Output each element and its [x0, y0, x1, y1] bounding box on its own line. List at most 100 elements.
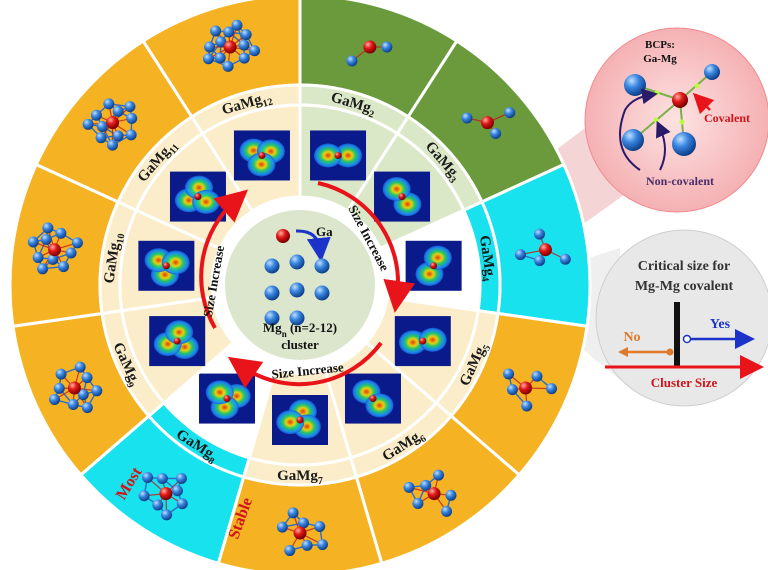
center-mg-atom [264, 310, 280, 326]
elf-ga-9 [173, 337, 181, 345]
mg-atom [95, 132, 107, 144]
cluster-structure-7 [276, 507, 328, 557]
yes-open-circle [682, 334, 692, 344]
ga-atom [363, 40, 377, 54]
mg-atom [32, 252, 44, 264]
size-increase-arrow-3 [199, 189, 249, 330]
mg-atom [82, 118, 94, 130]
mg-atom [90, 109, 102, 121]
mg-atom [222, 60, 234, 72]
bcp-panel: BCPs: Ga-Mg Covalent Non-covalent [584, 27, 768, 213]
cluster-structure-3 [461, 107, 516, 139]
mg-atom [215, 36, 227, 48]
mg-atom [77, 389, 89, 401]
mg-atom [559, 253, 571, 265]
elf-blob-6-1 [365, 393, 394, 418]
center-cluster [264, 229, 331, 326]
mg-atom [124, 101, 136, 113]
cluster-structure-4 [514, 228, 571, 267]
mg-atom [42, 222, 54, 234]
mg-atom [47, 253, 59, 265]
mg-atom [67, 399, 79, 411]
mg-atom [152, 499, 164, 511]
center-mg-atom [289, 254, 305, 270]
mg-atom [546, 383, 558, 395]
mg-atom [138, 490, 150, 502]
mg-atom [106, 139, 118, 151]
ga-atom [48, 243, 62, 257]
mg-atom [514, 249, 526, 261]
ga-atom [427, 487, 441, 501]
mg-atom [276, 521, 288, 533]
mg-atom [412, 498, 424, 510]
elf-ga-8 [223, 395, 231, 403]
elf-ga-2 [334, 151, 342, 159]
noncovalent-arrow-1 [619, 88, 658, 171]
mg-atom-2 [704, 64, 720, 80]
cluster-structure-8 [138, 472, 188, 521]
mg-atom [504, 107, 516, 119]
noncovalent-arrow-2 [656, 120, 671, 171]
cluster-structure-2 [346, 40, 393, 67]
cluster-structure-12 [202, 19, 261, 72]
bcp-point-3 [653, 117, 659, 123]
mg-atom [210, 25, 222, 37]
mg-atom [161, 509, 173, 521]
center-mg-atom [314, 258, 330, 274]
mg-atom [204, 41, 216, 53]
elf-map-5 [394, 316, 451, 367]
mg-atom [112, 105, 124, 117]
mg-atom [53, 382, 65, 394]
mg-atom [37, 263, 49, 275]
mg-atom [112, 130, 124, 142]
mg-atom [91, 385, 103, 397]
size-increase-arrow-2 [227, 341, 383, 389]
mg-atom [316, 539, 328, 551]
ga-atom [106, 116, 120, 130]
mg-atom [381, 41, 393, 53]
bcp-title-2: Ga-Mg [643, 53, 677, 65]
mg-atom [65, 247, 77, 259]
yes-label: Yes [710, 317, 731, 332]
elf-map-7 [272, 395, 328, 445]
elf-map-2 [310, 130, 367, 181]
ga-atom [480, 116, 494, 130]
elf-blob-4-1 [423, 245, 452, 270]
mg-atom [445, 489, 457, 501]
bcp-point-2 [694, 83, 700, 89]
center-cluster-subtitle: cluster [281, 337, 319, 352]
no-filled-circle [666, 348, 674, 356]
ga-atom [223, 40, 237, 54]
ga-atom [293, 526, 307, 540]
mg-atom [506, 384, 518, 396]
mg-atom [156, 472, 168, 484]
elf-blob-3-1 [382, 177, 411, 202]
mg-atom [202, 53, 214, 65]
mg-atom [441, 505, 453, 517]
mg-atom [74, 361, 86, 373]
mg-atom [346, 55, 358, 67]
elf-blob-9-2 [165, 320, 194, 345]
elf-map-9 [149, 316, 206, 367]
elf-ga-12 [258, 151, 266, 159]
elf-map-6 [344, 373, 401, 424]
elf-map-4 [405, 240, 462, 291]
elf-map-10 [138, 240, 195, 291]
elf-blob-11-2 [192, 189, 221, 214]
mg-atom [503, 368, 515, 380]
elf-map-12 [233, 130, 290, 181]
mg-atom [231, 19, 243, 31]
mg-atom [81, 372, 93, 384]
mg-atom [49, 393, 61, 405]
critical-title-1: Critical size for [638, 259, 731, 274]
bcp-point-4 [679, 119, 685, 125]
mg-atom [40, 233, 52, 245]
elf-map-8 [199, 373, 256, 424]
bcp-title-1: BCPs: [645, 39, 675, 51]
critical-threshold-bar [674, 302, 680, 367]
elf-ga-5 [419, 337, 427, 345]
elf-blob-10-2 [161, 250, 190, 275]
elf-blob-12-2 [247, 152, 276, 177]
mg-atom [531, 370, 543, 382]
